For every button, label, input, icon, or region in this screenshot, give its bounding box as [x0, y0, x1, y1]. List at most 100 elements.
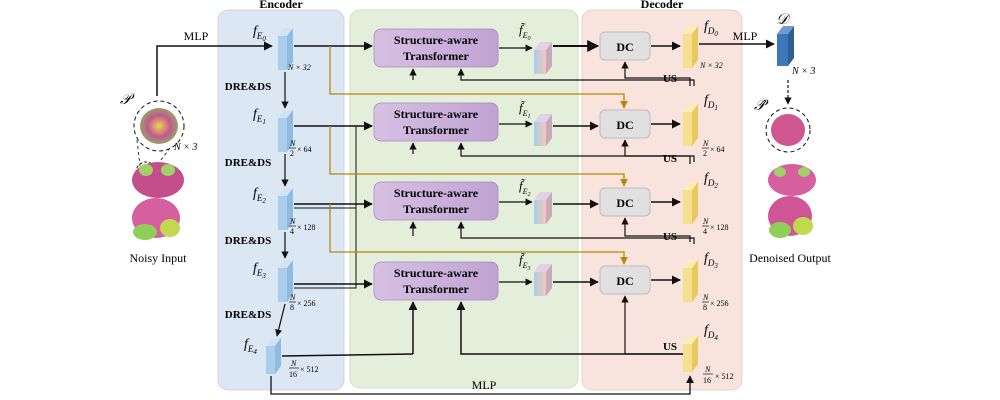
ftilde-label-3: f̃E3	[519, 252, 531, 272]
dc-block-1: DC	[599, 109, 651, 139]
fe4-label: fE4	[244, 337, 257, 356]
fe1-label: fE1	[253, 107, 266, 126]
enc-size-2-den: 4	[290, 227, 294, 236]
dc-label: DC	[616, 274, 633, 288]
us-label-0: US	[663, 73, 677, 85]
dec-size-2-suffix: × 128	[710, 223, 729, 232]
dre-ds-label-3: DRE&DS	[225, 309, 271, 321]
mlp-bottom-label: MLP	[472, 378, 497, 392]
fd3-label: fD3	[704, 251, 718, 270]
transformer-block-1: Structure-aware Transformer	[373, 102, 499, 142]
dec-size-0: N × 32	[699, 61, 723, 70]
dc-block-0: DC	[599, 31, 651, 61]
dec-size-4-num: N	[704, 365, 711, 374]
dec-size-1-den: 2	[703, 149, 707, 158]
ftilde-label-0: f̃E0	[519, 22, 531, 42]
transformer-line1: Structure-aware	[394, 186, 479, 200]
mlp-input-label: MLP	[184, 29, 209, 43]
fd2-label: fD2	[704, 171, 718, 190]
enc-size-1-num: N	[289, 139, 296, 148]
decoder-block-4	[683, 336, 698, 372]
d-label: 𝒟	[776, 12, 791, 28]
mlp-output-label: MLP	[733, 29, 758, 43]
dec-size-3-num: N	[702, 293, 709, 302]
decoder-feedback-arrow	[457, 221, 695, 244]
transformer-line2: Transformer	[403, 202, 469, 216]
ftilde-block-0	[534, 42, 552, 74]
encoder-block-0	[278, 28, 293, 70]
decoder-block-3	[683, 260, 698, 302]
transformer-line1: Structure-aware	[394, 266, 479, 280]
p-label: 𝒫	[120, 92, 135, 108]
fe3-label: fE3	[253, 261, 266, 280]
d-block	[777, 26, 794, 66]
cross-level-arrow	[294, 208, 357, 289]
ftilde-label-2: f̃E2	[519, 178, 531, 198]
fe2-label: fE2	[253, 186, 266, 205]
enc-size-1-den: 2	[290, 149, 294, 158]
n3-output-label: N × 3	[791, 66, 815, 77]
fe0-label: fE0	[253, 24, 266, 43]
ftilde-block-3	[534, 264, 552, 296]
dec-size-1-suffix: × 64	[710, 145, 725, 154]
enc-size-3-num: N	[289, 293, 296, 302]
gold-skip-arrow	[329, 126, 628, 187]
enc4-to-bottom	[281, 353, 414, 357]
denoised-object	[768, 164, 816, 238]
fd1-label: fD1	[704, 93, 718, 112]
ftilde-block-2	[534, 192, 552, 224]
dec-size-3-suffix: × 256	[710, 299, 729, 308]
decoder-feedback-arrow	[456, 301, 686, 355]
ftilde-block-1	[534, 114, 552, 146]
cross-level-arrow	[294, 123, 373, 209]
mlp-bottom-arrow	[270, 375, 694, 395]
enc-size-4-num: N	[290, 359, 297, 368]
enc-size-2-num: N	[289, 217, 296, 226]
enc-size-4-den: 16	[289, 370, 297, 379]
transformer-block-2: Structure-aware Transformer	[373, 181, 499, 221]
decoder-feedback-arrow	[457, 68, 695, 86]
enc-size-3-suffix: × 256	[297, 299, 316, 308]
patch-circle	[133, 100, 185, 152]
p-hat-label: 𝒫̂	[754, 98, 769, 114]
dec-size-2-den: 4	[703, 227, 707, 236]
dre-ds-arrow	[275, 303, 286, 337]
us-arrow	[621, 139, 691, 164]
decoder-feedback-arrow	[457, 142, 695, 162]
mlp-input-arrow	[156, 41, 273, 96]
decoder-title: Decoder	[641, 0, 684, 11]
us-label-3: US	[663, 341, 677, 353]
gold-skip-arrow	[329, 204, 628, 265]
transformer-line1: Structure-aware	[394, 107, 479, 121]
denoised-output-label: Denoised Output	[749, 251, 831, 265]
transformer-block-0: Structure-aware Transformer	[373, 28, 499, 68]
zoom-line	[136, 139, 141, 167]
fd4-label: fD4	[704, 323, 718, 342]
dc-label: DC	[616, 196, 633, 210]
dec-size-4-suffix: × 512	[715, 372, 734, 381]
encoder-block-4	[266, 338, 281, 374]
dec-size-2-num: N	[702, 217, 709, 226]
dc-label: DC	[616, 40, 633, 54]
enc-size-1-suffix: × 64	[297, 145, 312, 154]
dc-block-2: DC	[599, 187, 651, 217]
enc-size-0: N × 32	[287, 63, 311, 72]
transformer-line2: Transformer	[403, 49, 469, 63]
us-label-1: US	[663, 153, 677, 165]
dc-label: DC	[616, 118, 633, 132]
encoder-block-2	[278, 188, 293, 230]
dre-ds-label-0: DRE&DS	[225, 81, 271, 93]
dre-ds-label-1: DRE&DS	[225, 157, 271, 169]
enc-size-2-suffix: × 128	[297, 223, 316, 232]
encoder-title: Encoder	[259, 0, 303, 11]
decoder-block-2	[683, 182, 698, 224]
transformer-block-3: Structure-aware Transformer	[373, 261, 499, 301]
noisy-object	[132, 162, 184, 240]
us-arrow	[621, 61, 691, 86]
noisy-input-label: Noisy Input	[130, 251, 188, 265]
ftilde-label-1: f̃E1	[519, 100, 531, 120]
gold-skip-arrow	[329, 46, 628, 109]
encoder-block-1	[278, 110, 293, 152]
enc-size-3-den: 8	[290, 303, 294, 312]
